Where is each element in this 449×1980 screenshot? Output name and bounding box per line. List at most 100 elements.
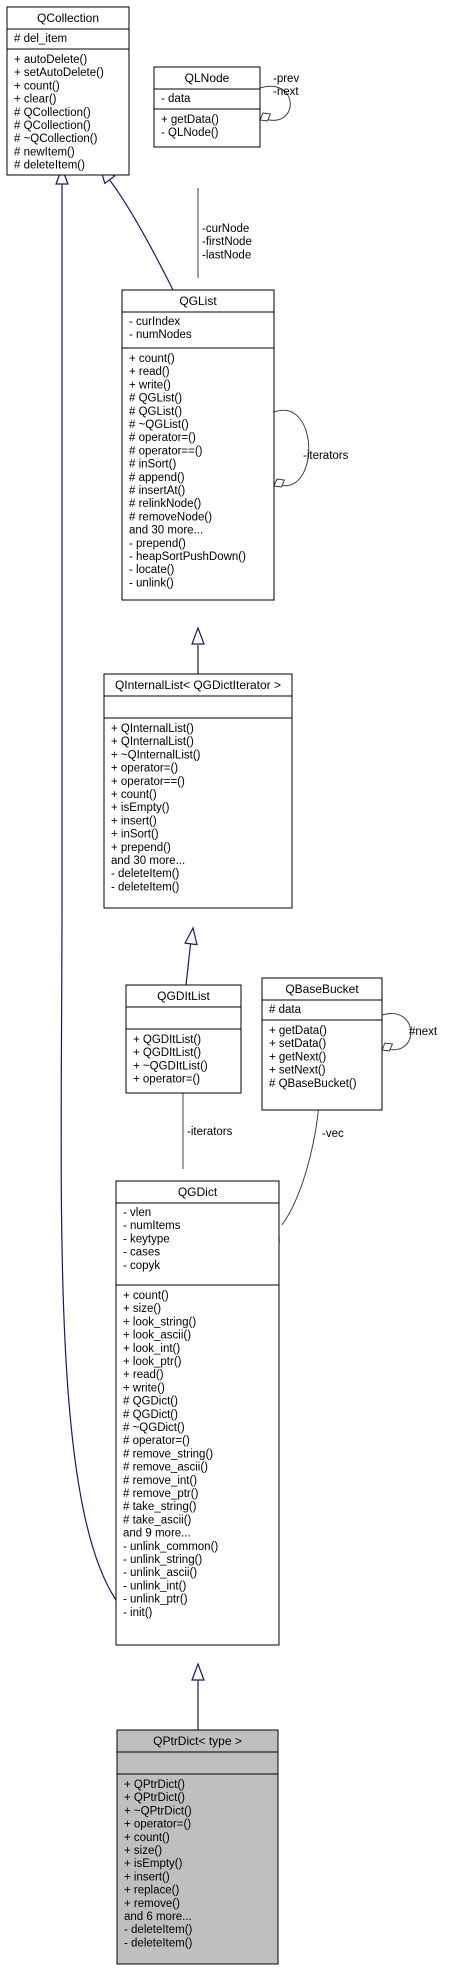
operation: + size() (124, 1845, 162, 1857)
operation: + look_ptr() (123, 1356, 182, 1368)
operation: + insert() (111, 815, 157, 827)
operation: # removeNode() (129, 511, 212, 523)
operation: - deleteItem() (111, 868, 180, 880)
qglist-class-name: QGList (179, 294, 217, 308)
operation: + autoDelete() (14, 54, 87, 66)
operation: + replace() (124, 1885, 179, 1897)
operation: - deleteItem() (124, 1937, 193, 1949)
edge-labels: -prev-next-curNode-firstNode-lastNode-it… (187, 73, 438, 1140)
operation: - deleteItem() (111, 881, 180, 893)
operation: + QGDItList() (133, 1047, 201, 1059)
operation: # remove_int() (123, 1475, 197, 1487)
operation: - unlink_common() (123, 1541, 218, 1553)
edge-label-lastnode: -lastNode (202, 249, 251, 261)
qcollection-class-name: QCollection (37, 11, 99, 25)
edge-qgdict-qcollection-arrowhead (55, 166, 69, 185)
qinternallist-box (103, 673, 293, 909)
edge-qbasebucket-self (381, 1013, 412, 1052)
edge-qptrdict-qgdict (191, 1662, 205, 1730)
edge-qglist-self-diamond (273, 478, 286, 488)
class-qptrdict: QPtrDict< type >+ QPtrDict()+ QPtrDict()… (116, 1729, 279, 1965)
operation: + count() (14, 80, 60, 92)
operation: and 9 more... (123, 1528, 191, 1540)
operation: - unlink_int() (123, 1580, 186, 1592)
operation: # relinkNode() (129, 498, 201, 510)
attribute: - keytype (123, 1233, 170, 1245)
operation: + QInternalList() (111, 723, 194, 735)
edge-qinternallist-qglist (191, 626, 205, 674)
qglist-box (121, 289, 275, 601)
edge-qptrdict-qgdict-arrowhead (191, 1662, 205, 1681)
operation: - locate() (129, 564, 175, 576)
qgdict-box (115, 1180, 280, 1646)
operation: + operator==() (111, 776, 185, 788)
qlnode-box (153, 66, 261, 148)
qgditlist-class-name: QGDItList (157, 989, 210, 1003)
qlnode-class-name: QLNode (185, 71, 230, 85)
class-boxes: QCollection # del_item + autoDelete() + set… (6, 6, 383, 1965)
operation: - init() (123, 1607, 153, 1619)
qcollection-box (6, 6, 130, 176)
operation: # append() (129, 472, 185, 484)
operation: + ~QPtrDict() (124, 1805, 192, 1817)
operation: + ~QGDItList() (133, 1060, 208, 1072)
operation: + QPtrDict() (124, 1792, 185, 1804)
operation: # ~QGList() (129, 419, 189, 431)
edge-qglist-self (273, 409, 310, 488)
edge-qinternallist-qglist-arrowhead (191, 626, 205, 645)
attribute: - copyk (123, 1260, 160, 1272)
operation: # operator=() (129, 432, 196, 444)
operation: # QCollection() (14, 120, 91, 132)
edge-label-prev: -prev (273, 73, 299, 85)
edge-label-vec: -vec (322, 1128, 344, 1140)
edges (55, 85, 412, 1730)
operation: - QLNode() (161, 127, 219, 139)
operation: + remove() (124, 1898, 180, 1910)
operation: + count() (124, 1832, 170, 1844)
operation: # deleteItem() (14, 160, 85, 172)
class-qcollection: QCollection# del_item+ autoDelete()+ set… (6, 6, 130, 176)
operation: + read() (123, 1369, 164, 1381)
qgdict-class-name: QGDict (178, 1185, 218, 1199)
operation: + look_int() (123, 1343, 180, 1355)
operation: and 6 more... (124, 1911, 192, 1923)
operation: # take_ascii() (123, 1514, 192, 1526)
operation: - heapSortPushDown() (129, 551, 246, 563)
operation: # QCollection() (14, 107, 91, 119)
class-qbasebucket: QBaseBucket# data+ getData()+ setData()+… (261, 977, 383, 1111)
operation: + count() (123, 1290, 169, 1302)
attribute: - numNodes (129, 329, 192, 341)
qptrdict-box (116, 1729, 279, 1965)
operation: - deleteItem() (124, 1924, 193, 1936)
operation: + look_ascii() (123, 1330, 191, 1342)
attribute: - vlen (123, 1207, 151, 1219)
operation: + inSort() (111, 829, 159, 841)
edge-label-firstnode: -firstNode (202, 236, 252, 248)
operation: # QGDict() (123, 1396, 178, 1408)
edge-qlnode-self-diamond (259, 112, 272, 122)
operation: - unlink() (129, 577, 174, 589)
operation: # ~QCollection() (14, 133, 98, 145)
attribute: - cases (123, 1247, 160, 1259)
edge-label-iterators: -iterators (303, 450, 349, 462)
operation: # newItem() (14, 146, 75, 158)
operation: # operator=() (123, 1435, 190, 1447)
operation: + operator=() (111, 763, 178, 775)
operation: + setNext() (269, 1065, 326, 1077)
operation: + QGDItList() (133, 1034, 201, 1046)
attribute: - data (161, 93, 191, 105)
operation: + size() (123, 1303, 161, 1315)
operation: # QBaseBucket() (269, 1078, 357, 1090)
operation: + setData() (269, 1038, 326, 1050)
operation: # remove_string() (123, 1448, 213, 1460)
edge-label-curnode: -curNode (202, 223, 249, 235)
edge-qgditlist-qinternallist-arrowhead (184, 926, 198, 946)
operation: + write() (123, 1382, 165, 1394)
qptrdict-class-name: QPtrDict< type > (153, 1734, 242, 1748)
operation: + operator=() (133, 1074, 200, 1086)
attribute: # del_item (14, 33, 67, 45)
edge-qbasebucket-self-diamond (381, 1042, 394, 1052)
operation: # take_string() (123, 1501, 197, 1513)
operation: + prepend() (111, 842, 171, 854)
operation: # remove_ptr() (123, 1488, 199, 1500)
